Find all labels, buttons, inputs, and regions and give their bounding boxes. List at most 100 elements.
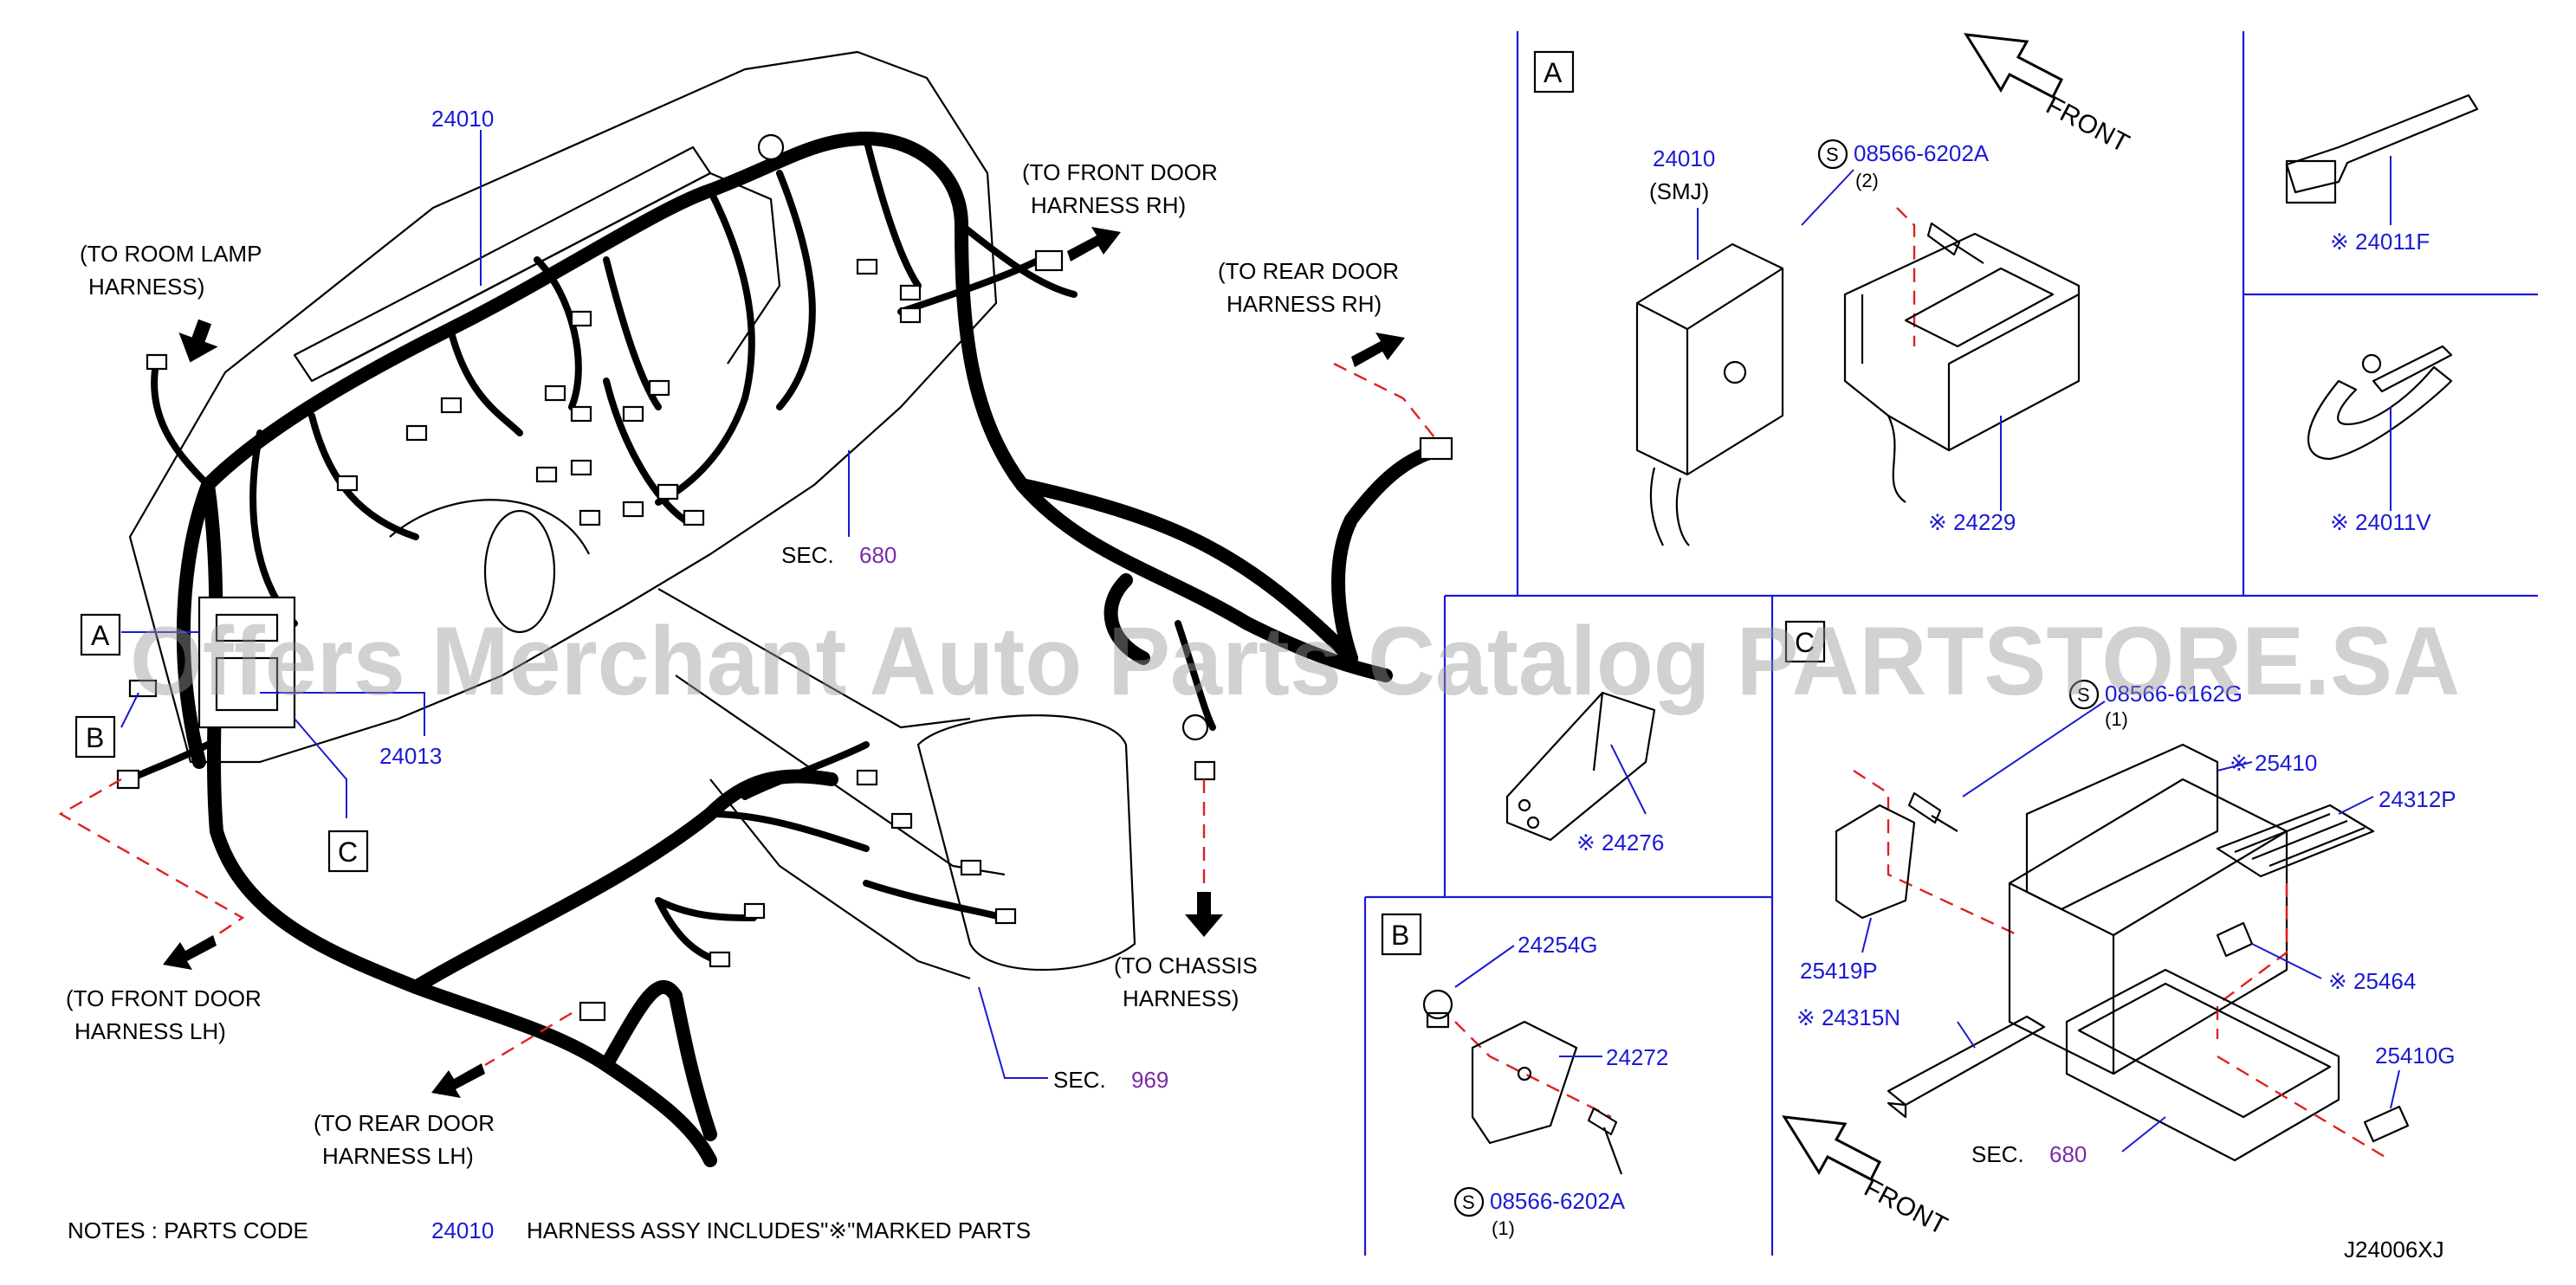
leader-25410g [2390, 1069, 2400, 1109]
dash-screw-a [1896, 207, 1916, 346]
smj-part: 24010 [1653, 145, 1715, 171]
leader-25410 [2217, 761, 2253, 772]
screw-qty-a: (2) [1855, 170, 1879, 191]
leader-24276 [1610, 744, 1647, 815]
bracket-24276 [1505, 691, 1656, 842]
callout-chassis-1: (TO CHASSIS [1114, 952, 1258, 978]
connector [683, 509, 705, 526]
leader-24312p [2338, 796, 2374, 815]
screw-part-c: 08566-6162G [2105, 681, 2243, 707]
connector [405, 424, 428, 442]
main-labels: (TO ROOM LAMP HARNESS) 24010 (TO FRONT D… [66, 106, 1399, 1169]
connector [544, 384, 566, 402]
connector [994, 907, 1017, 925]
harness-rear-rh [1331, 443, 1445, 665]
connector [622, 405, 644, 423]
notes-code: 24010 [431, 1217, 494, 1243]
leader-24254g [1454, 945, 1515, 988]
chassis-grommet [1181, 714, 1209, 741]
bracket-p-label: 25419P [1800, 958, 1878, 984]
diagram-code: J24006XJ [2344, 1237, 2444, 1262]
bracket-b-small [128, 679, 158, 698]
notes: NOTES : PARTS CODE 24010 HARNESS ASSY IN… [68, 1217, 2444, 1262]
harness-floor-lh [201, 478, 717, 1167]
dashed-guides-main [58, 362, 1439, 1067]
wire-chassis [1175, 620, 1216, 731]
cover-24312p [2216, 804, 2375, 878]
front-label-c: FRONT [1860, 1173, 1952, 1241]
connector [856, 769, 878, 786]
box-25410g [2065, 968, 2340, 1162]
leader-sec680-c [2121, 1116, 2166, 1153]
wire-5 [776, 170, 816, 410]
smj-module [1635, 242, 1784, 476]
dash-upper [328, 171, 781, 373]
screw-symbol-c: S [2077, 684, 2090, 706]
panel-b-letter: B [1391, 920, 1409, 951]
junction-connector [215, 613, 279, 642]
harness-rh-branch [1015, 478, 1358, 665]
box-b-frame [74, 715, 116, 759]
harness-chassis-loop [1104, 573, 1150, 665]
grommet-part-b: 24254G [1518, 932, 1598, 958]
harness-rear-lh [599, 980, 717, 1141]
panel-b-box [1381, 913, 1422, 956]
connector [440, 397, 463, 414]
panel-bracket: ※ 24276 [1505, 691, 1664, 856]
panel-frames [1363, 31, 2538, 1256]
bracket-25419p [1835, 804, 1916, 920]
panel-c-letter: C [1795, 627, 1815, 658]
grommet [757, 133, 785, 161]
sec-680-label-c: SEC. [1971, 1141, 2024, 1167]
fuse-block-label: ※ 25410 [2230, 750, 2317, 776]
callout-front-door-lh-1: (TO FRONT DOOR [66, 985, 262, 1011]
connector [856, 258, 878, 275]
fuse-block-top [2025, 743, 2219, 911]
connector [890, 812, 913, 830]
connector [570, 310, 592, 327]
callout-room-lamp-2: HARNESS) [88, 274, 204, 300]
bracket-24272-hole [1517, 1066, 1532, 1082]
connector [146, 353, 168, 371]
dash-body [128, 50, 998, 764]
leader-screw-a [1801, 169, 1854, 226]
connector [579, 1001, 606, 1022]
connector [1419, 436, 1453, 461]
clip-24011v-head [2361, 353, 2382, 374]
screw-symbol-b: S [1462, 1191, 1475, 1213]
arrow-rear-door-lh-icon [431, 1063, 485, 1098]
connector [743, 902, 766, 920]
callout-front-door-rh-1: (TO FRONT DOOR [1022, 159, 1218, 185]
screw-qty-c: (1) [2105, 708, 2128, 730]
wire-room-lamp [151, 360, 211, 488]
harness-trunk [176, 132, 1393, 769]
bracket-part-a: ※ 24229 [1928, 509, 2016, 535]
connector [709, 951, 731, 968]
direction-arrows [163, 227, 1405, 1098]
arrow-front-door-lh-icon [163, 935, 217, 970]
wire-front-door-rh [897, 256, 1043, 315]
sec-680-number: 680 [859, 542, 896, 568]
smj-cable [1649, 467, 1690, 546]
screw-b [1587, 1107, 1623, 1175]
callout-front-door-lh-2: HARNESS LH) [74, 1018, 226, 1044]
clip-24011f-shape [2285, 94, 2479, 194]
wire-6 [249, 429, 298, 627]
clip-f-label: ※ 24011F [2330, 229, 2430, 255]
junction-block-main [128, 596, 296, 729]
panel-c-box [1784, 620, 1826, 663]
leader-screw-c [1962, 701, 2106, 797]
callout-room-lamp-1: (TO ROOM LAMP [80, 241, 262, 267]
bracket-part-b: 24272 [1606, 1044, 1668, 1070]
clip-25410g [2363, 1105, 2410, 1143]
callout-chassis-2: HARNESS) [1123, 985, 1239, 1011]
grommet-24254g [1422, 989, 1453, 1020]
notes-suffix: HARNESS ASSY INCLUDES"※"MARKED PARTS [527, 1217, 1031, 1243]
connector [1034, 249, 1064, 272]
dash-c-3 [2217, 1055, 2392, 1162]
dash-rear-lh [484, 1011, 573, 1067]
panel-a-box [1533, 50, 1575, 94]
bracket-24272 [1471, 1020, 1578, 1145]
steering-column [483, 509, 556, 634]
floor-lower [709, 778, 971, 980]
